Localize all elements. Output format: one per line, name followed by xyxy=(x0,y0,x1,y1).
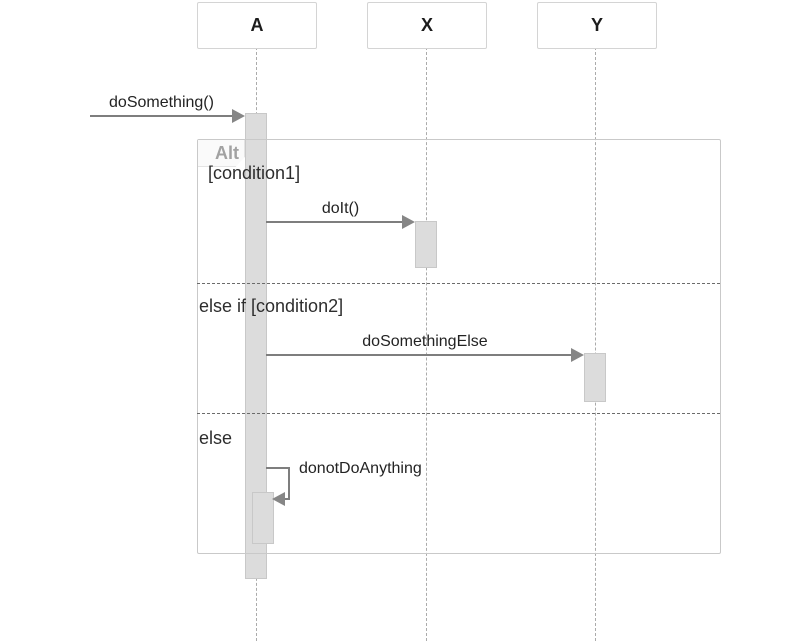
lifeline-y xyxy=(595,47,596,641)
guard-else: else xyxy=(199,428,233,448)
participant-label-x: X xyxy=(420,15,433,35)
arrowhead-doit-icon xyxy=(402,215,415,229)
self-message-bottom-line xyxy=(284,498,290,500)
participant-label-a: A xyxy=(250,15,264,35)
message-line-doit xyxy=(266,221,404,223)
participant-box-y: Y xyxy=(537,2,657,49)
message-label-dosomething: doSomething() xyxy=(109,94,214,111)
fragment-divider-2 xyxy=(197,413,720,414)
activation-bar-a xyxy=(245,113,267,579)
participant-box-x: X xyxy=(367,2,487,49)
arrowhead-dosomethingelse-icon xyxy=(571,348,584,362)
activation-bar-y xyxy=(584,353,606,402)
arrowhead-dosomething-icon xyxy=(232,109,245,123)
lifeline-x xyxy=(426,47,427,641)
activation-bar-x xyxy=(415,221,437,268)
arrowhead-donotdoanything-icon xyxy=(272,492,285,506)
message-label-donotdoanything: donotDoAnything xyxy=(299,460,422,477)
guard-condition1: [condition1] xyxy=(208,163,301,183)
fragment-divider-1 xyxy=(197,283,720,284)
message-label-doit: doIt() xyxy=(321,200,360,217)
participant-label-y: Y xyxy=(590,15,603,35)
message-line-dosomething xyxy=(90,115,234,117)
participant-box-a: A xyxy=(197,2,317,49)
self-message-top-line xyxy=(266,467,290,469)
message-line-dosomethingelse xyxy=(266,354,573,356)
fragment-operator-label: Alt xyxy=(215,143,239,163)
guard-condition2: else if [condition2] xyxy=(199,296,344,316)
message-label-dosomethingelse: doSomethingElse xyxy=(362,333,488,350)
self-message-vertical-line xyxy=(288,467,290,500)
activation-bar-a-self xyxy=(252,492,274,544)
